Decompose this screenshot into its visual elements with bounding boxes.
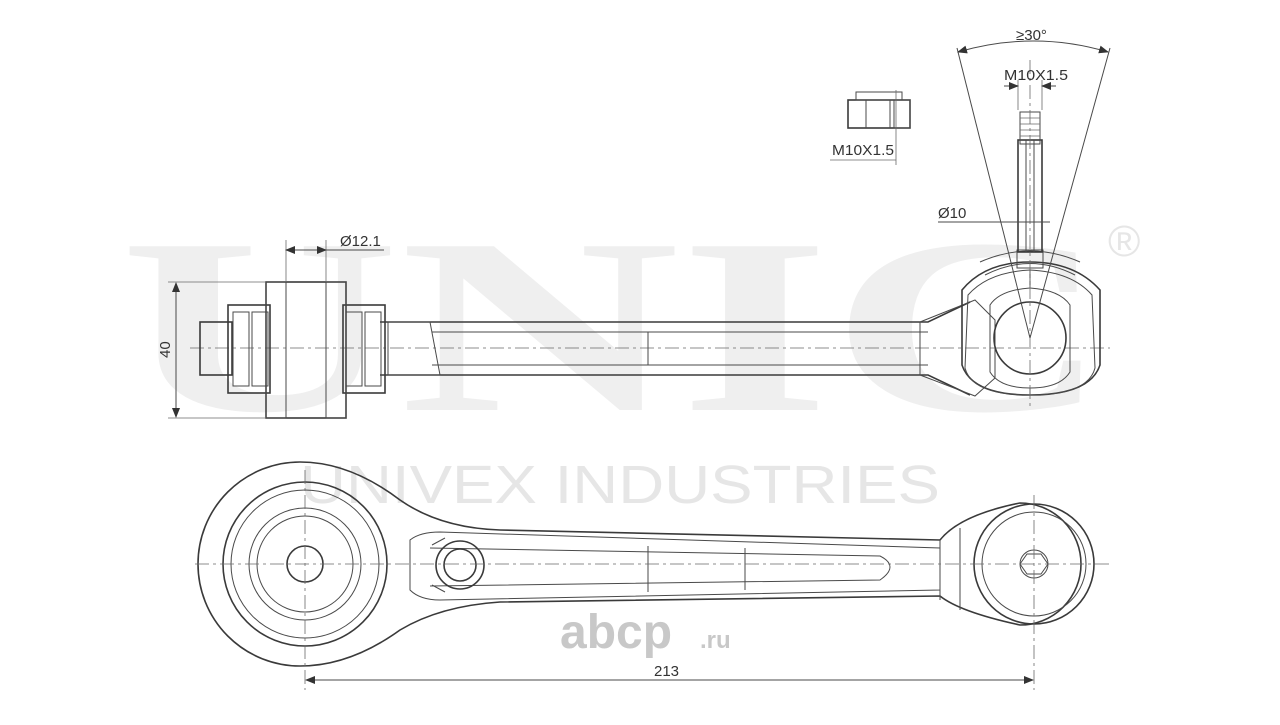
watermark-brand: UNIC <box>120 188 1110 465</box>
top-view <box>195 461 1110 690</box>
stud-diameter-label: Ø10 <box>938 205 966 222</box>
stud-thread-label: M10X1.5 <box>1004 67 1068 84</box>
nut-thread-label: M10X1.5 <box>832 142 894 159</box>
angle-label: ≥30° <box>1016 27 1047 44</box>
abcp-logo-text: abcp <box>560 606 672 659</box>
nut-drawing <box>830 90 911 165</box>
side-view <box>168 40 1111 419</box>
bushing-width-label: 40 <box>157 341 174 358</box>
abcp-logo: abcp .ru <box>560 606 731 659</box>
watermark: UNIC ® UNIVEX INDUSTRIES <box>120 188 1140 515</box>
abcp-logo-suffix: .ru <box>700 627 731 654</box>
bushing-bore-label: Ø12.1 <box>340 233 381 250</box>
watermark-registered-mark: ® <box>1108 217 1140 266</box>
watermark-tagline: UNIVEX INDUSTRIES <box>300 455 940 515</box>
overall-length-label: 213 <box>654 663 679 680</box>
